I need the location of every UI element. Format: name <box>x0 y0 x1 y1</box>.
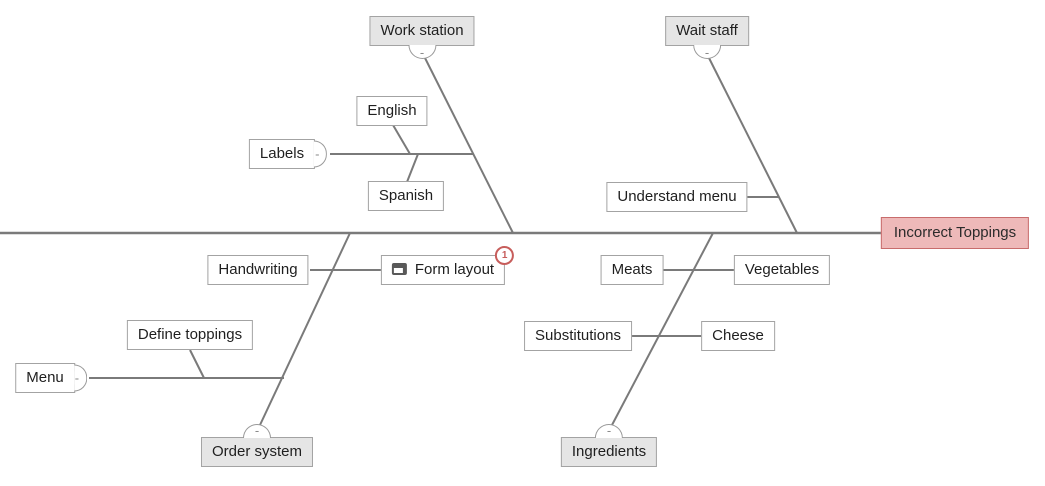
node-label: Handwriting <box>218 261 298 278</box>
node-label: Form layout <box>414 261 495 278</box>
node-form-layout[interactable]: Form layout 1 <box>380 246 515 285</box>
node-label: Substitutions <box>535 327 621 344</box>
node-understand-menu[interactable]: Understand menu <box>606 182 748 212</box>
node-ingredients[interactable]: Ingredients - <box>560 424 658 467</box>
node-english[interactable]: English <box>356 96 428 126</box>
node-spanish[interactable]: Spanish <box>367 181 445 211</box>
connector-english <box>392 124 411 155</box>
change-count-badge[interactable]: 1 <box>495 246 515 265</box>
node-substitutions[interactable]: Substitutions <box>524 321 632 351</box>
node-label: Wait staff <box>676 22 738 39</box>
bone-work-station <box>424 57 514 234</box>
connector-spanish <box>406 153 419 183</box>
note-icon <box>391 263 407 275</box>
bone-wait-staff <box>708 57 798 234</box>
node-label: Spanish <box>378 187 434 204</box>
node-label: Order system <box>211 443 303 460</box>
node-label: Understand menu <box>617 188 737 205</box>
node-order-system[interactable]: Order system - <box>200 424 314 467</box>
problem-label: Incorrect Toppings <box>893 224 1017 241</box>
node-cheese[interactable]: Cheese <box>701 321 775 351</box>
bone-ingredients <box>611 232 714 426</box>
node-define-toppings[interactable]: Define toppings <box>126 320 254 350</box>
node-label: Define toppings <box>137 326 243 343</box>
node-meats[interactable]: Meats <box>600 255 664 285</box>
node-vegetables[interactable]: Vegetables <box>733 255 831 285</box>
node-label: Menu <box>26 369 64 386</box>
node-work-station[interactable]: Work station - <box>369 16 475 59</box>
node-label: Meats <box>611 261 653 278</box>
node-label: Work station <box>380 22 464 39</box>
node-label: English <box>367 102 417 119</box>
node-label: Ingredients <box>571 443 647 460</box>
node-problem-incorrect-toppings[interactable]: Incorrect Toppings <box>880 217 1030 249</box>
node-label: Cheese <box>712 327 764 344</box>
node-label: Labels <box>259 145 305 162</box>
node-menu[interactable]: Menu - <box>15 363 87 393</box>
node-handwriting[interactable]: Handwriting <box>207 255 309 285</box>
node-wait-staff[interactable]: Wait staff - <box>665 16 749 59</box>
node-label: Vegetables <box>744 261 820 278</box>
bone-order-system <box>259 232 351 426</box>
node-labels[interactable]: Labels - <box>248 139 328 169</box>
connector-define-toppings <box>189 349 205 379</box>
